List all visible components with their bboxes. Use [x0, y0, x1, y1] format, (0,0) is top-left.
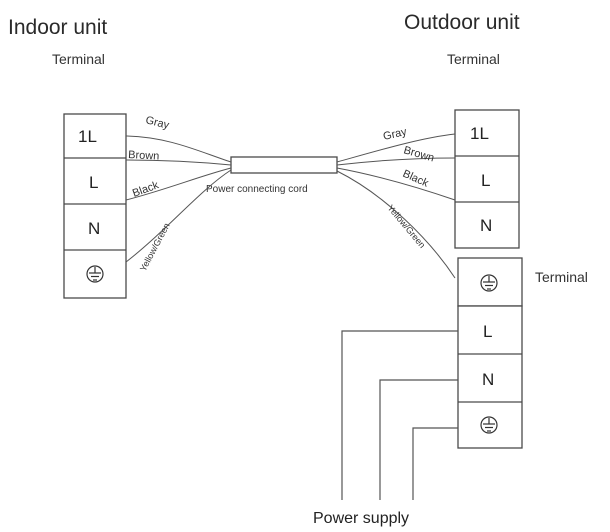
indoor-ground-icon [86, 265, 104, 283]
power-wire-n [379, 379, 458, 500]
power-terminal-l: L [483, 322, 492, 341]
power-connecting-cord [230, 156, 338, 174]
outdoor-block-frame [454, 109, 520, 249]
outdoor-wires [336, 133, 456, 279]
indoor-wires [125, 135, 232, 263]
indoor-wire-label-yellow-green: Yellow/Green [138, 221, 172, 273]
indoor-wire-black [125, 167, 232, 201]
power-terminal-label: Terminal [535, 269, 588, 285]
indoor-terminal-label: Terminal [52, 51, 105, 67]
outdoor-terminal-l: L [481, 171, 490, 190]
outdoor-wire-label-gray: Gray [382, 126, 408, 143]
power-wire-l [341, 330, 458, 500]
outdoor-wire-black [336, 167, 456, 201]
outdoor-wire-label-black: Black [401, 168, 431, 190]
power-terminal-n: N [482, 370, 494, 389]
indoor-wire-label-black: Black [131, 179, 161, 200]
cord-label: Power connecting cord [206, 184, 308, 195]
outdoor-wire-brown [336, 157, 456, 166]
power-terminal-block: L N Terminal [457, 257, 588, 449]
indoor-wire-brown [125, 159, 232, 166]
indoor-terminal-block: 1L L N [63, 113, 127, 299]
outdoor-wire-gray [336, 133, 456, 163]
indoor-wire-gray [125, 135, 232, 163]
power-supply-wires [341, 330, 458, 500]
outdoor-terminal-block: 1L L N [454, 109, 520, 249]
indoor-wire-label-gray: Gray [144, 114, 171, 132]
indoor-unit-title: Indoor unit [8, 16, 107, 39]
outdoor-terminal-label: Terminal [447, 51, 500, 67]
outdoor-wire-label-yellow-green: Yellow/Green [385, 203, 427, 250]
outdoor-terminal-n: N [480, 216, 492, 235]
indoor-wire-yellow-green [125, 169, 232, 263]
power-supply-label: Power supply [313, 510, 409, 527]
power-wire-ground [412, 427, 458, 500]
outdoor-wire-label-brown: Brown [402, 144, 435, 164]
indoor-terminal-1l: 1L [78, 127, 97, 146]
outdoor-terminal-1l: 1L [470, 124, 489, 143]
indoor-terminal-l: L [89, 173, 98, 192]
outdoor-ground-icon [480, 274, 498, 292]
indoor-terminal-n: N [88, 219, 100, 238]
indoor-wire-label-brown: Brown [128, 149, 160, 163]
outdoor-unit-title: Outdoor unit [404, 11, 520, 34]
outdoor-wire-yellow-green [336, 170, 456, 279]
power-ground-icon [480, 416, 498, 434]
